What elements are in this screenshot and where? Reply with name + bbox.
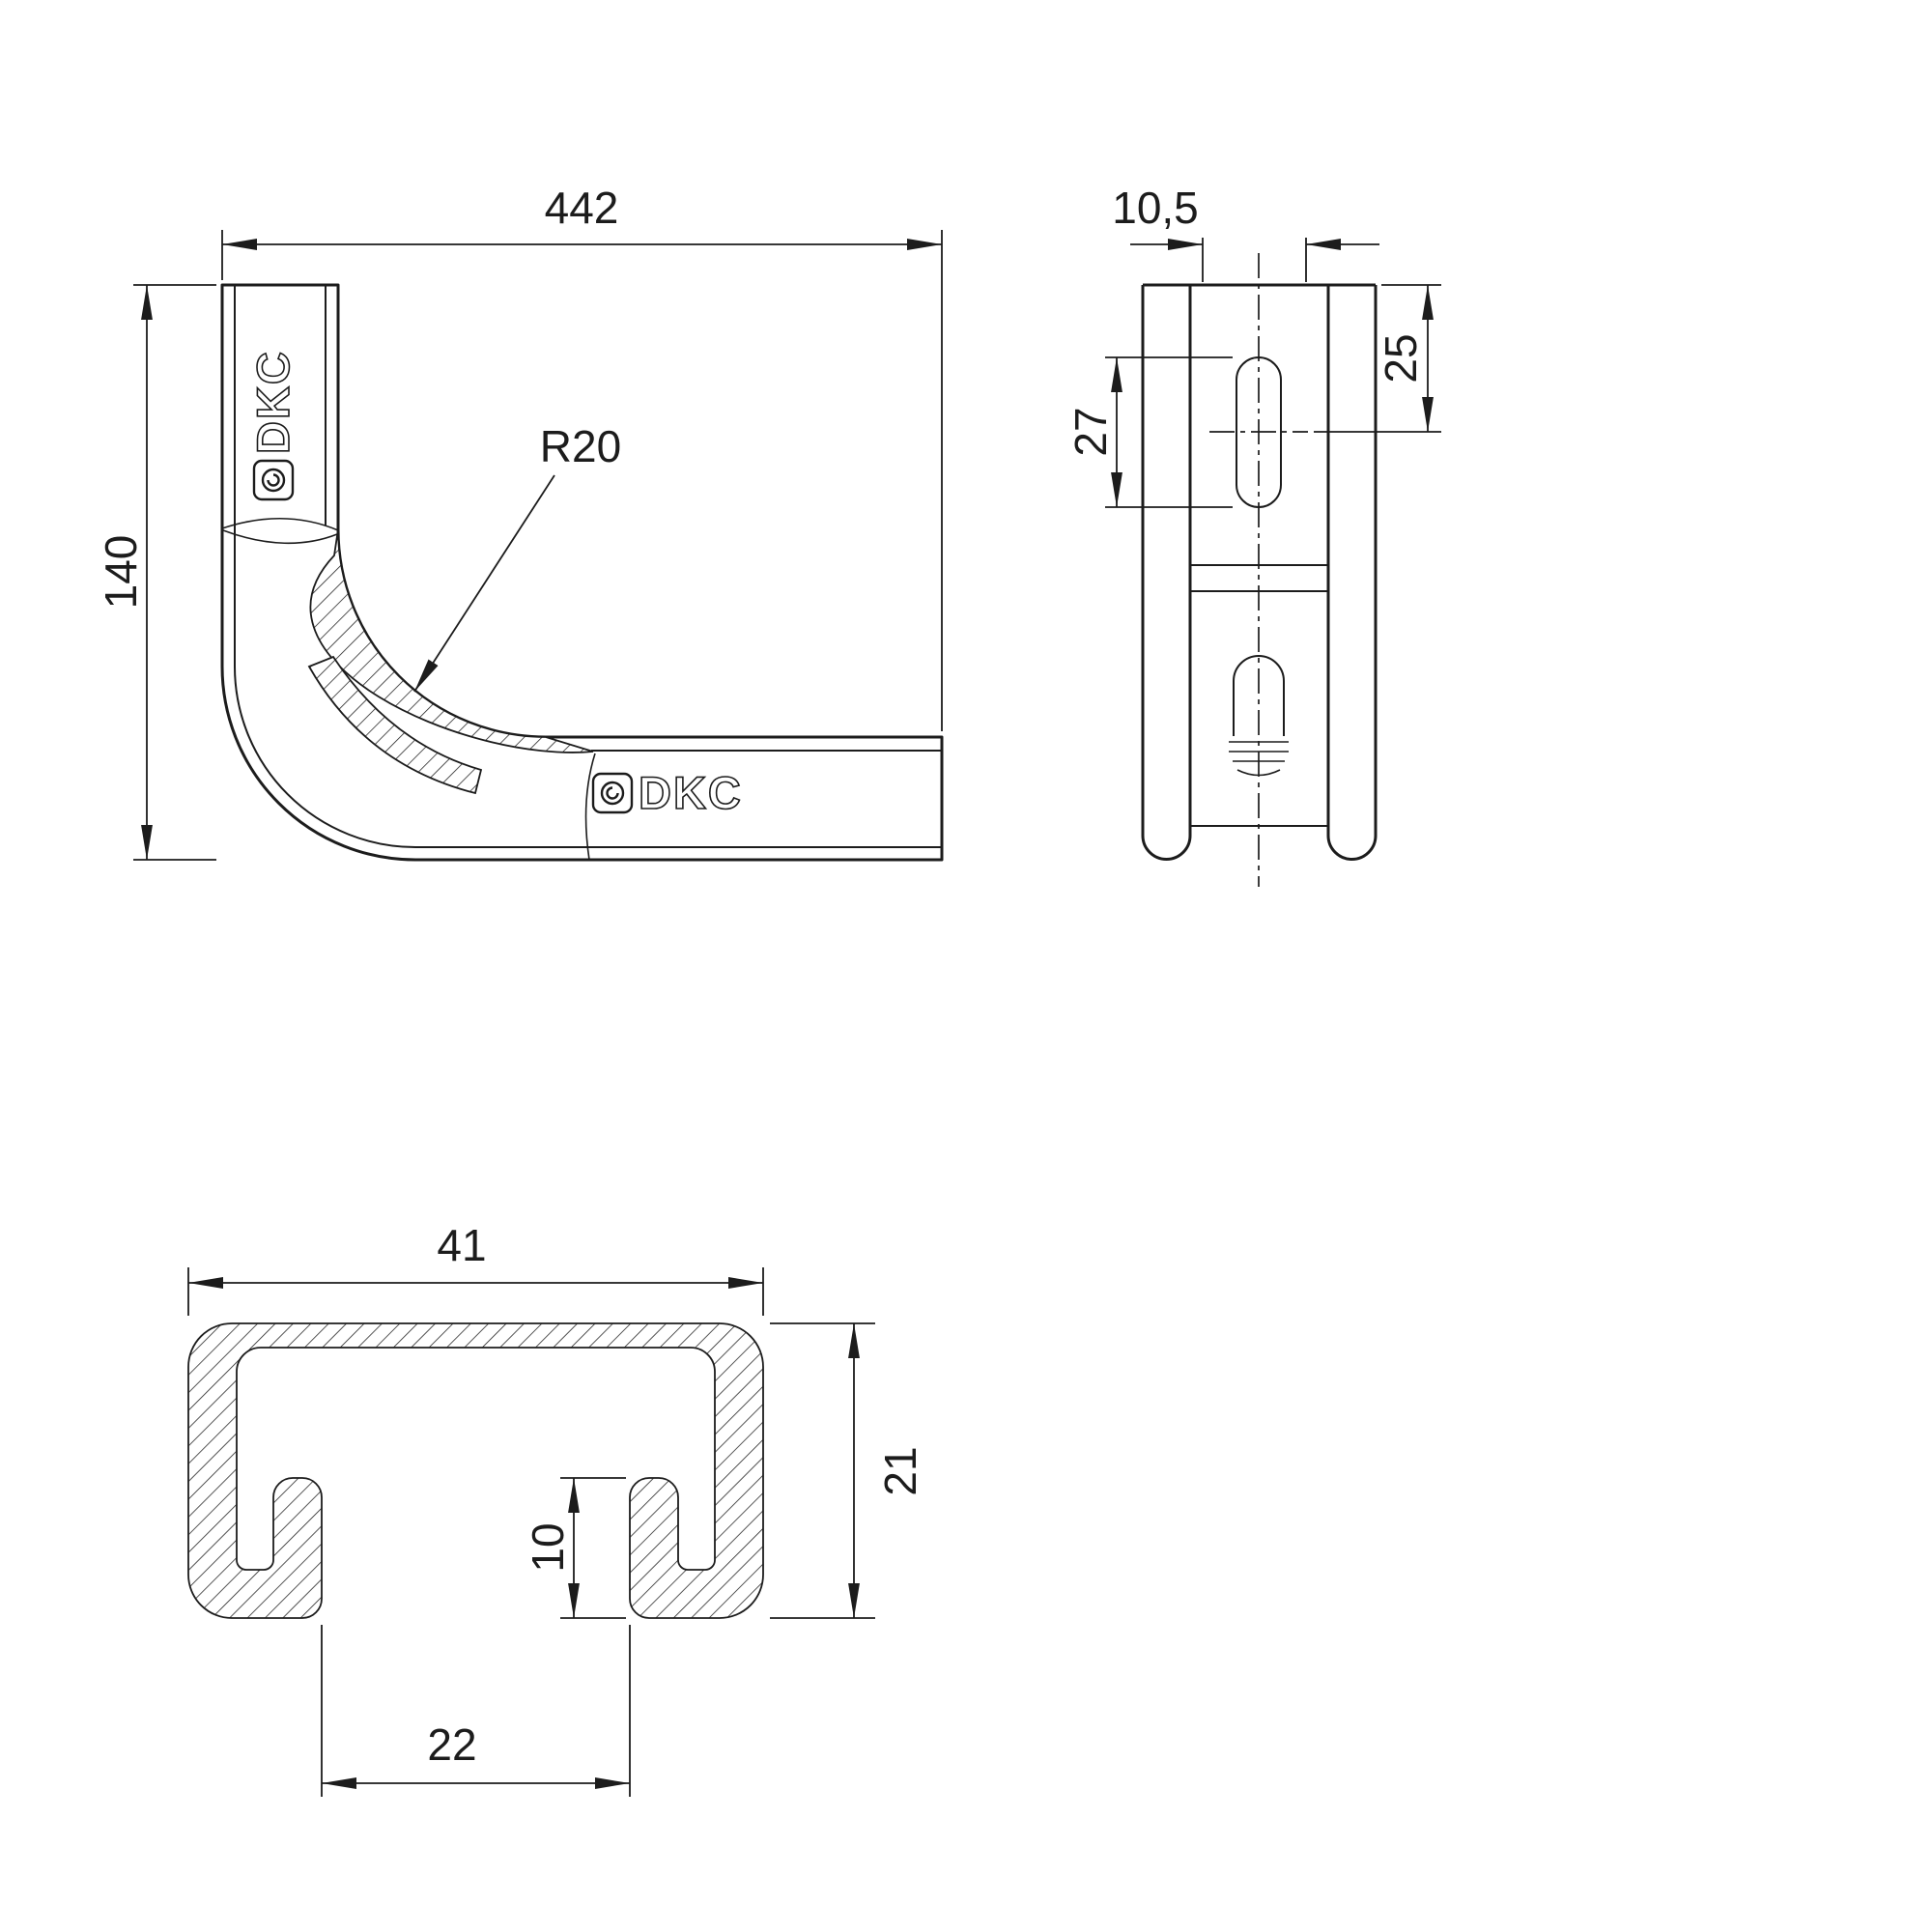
dim-value: 21 bbox=[875, 1446, 925, 1495]
dkc-logo-swirl-inner bbox=[606, 786, 619, 800]
dim-front-height: 140 bbox=[96, 284, 216, 861]
section-view: 41 21 10 22 bbox=[187, 1220, 925, 1797]
dkc-logo-swirl bbox=[261, 468, 286, 493]
dkc-logo-icon bbox=[252, 459, 295, 501]
dim-value: 10 bbox=[523, 1522, 573, 1572]
dim-value: 27 bbox=[1065, 407, 1116, 456]
break-line-upper bbox=[221, 517, 339, 531]
dim-profile-opening: 22 bbox=[321, 1625, 631, 1797]
side-view: 10,5 25 27 bbox=[1065, 183, 1441, 887]
dim-profile-height: 21 bbox=[770, 1322, 925, 1619]
dkc-logo-swirl bbox=[600, 781, 625, 806]
dim-value: R20 bbox=[540, 421, 621, 471]
dim-side-slot-offset: 25 bbox=[1314, 284, 1441, 433]
dkc-logo-horizontal: DKC bbox=[591, 766, 743, 819]
dim-value: 25 bbox=[1376, 333, 1426, 383]
dim-value: 140 bbox=[96, 535, 146, 610]
front-view: DKC DKC 442 140 R20 bbox=[96, 183, 944, 862]
break-line-right bbox=[584, 753, 596, 861]
lower-slot-arch bbox=[1233, 655, 1285, 736]
dim-profile-lip: 10 bbox=[523, 1477, 626, 1619]
dkc-logo-label: DKC bbox=[639, 767, 743, 818]
dim-value: 442 bbox=[545, 183, 619, 233]
leader-line bbox=[413, 474, 555, 693]
dkc-logo-icon bbox=[591, 772, 634, 814]
dkc-logo-swirl-inner bbox=[267, 473, 280, 487]
dim-inner-radius: R20 bbox=[413, 421, 621, 693]
dkc-logo-vertical: DKC bbox=[246, 349, 299, 501]
dim-side-slot-length: 27 bbox=[1065, 356, 1233, 508]
dim-profile-width: 41 bbox=[187, 1220, 764, 1316]
flange-edge-left bbox=[234, 285, 942, 848]
dim-value: 22 bbox=[427, 1719, 476, 1770]
mounting-slot bbox=[1236, 356, 1282, 508]
rail-left bbox=[1141, 285, 1192, 861]
dim-value: 10,5 bbox=[1112, 183, 1199, 233]
section-cut-band-inner bbox=[309, 528, 594, 753]
break-line-lower bbox=[222, 529, 338, 545]
rail-right bbox=[1326, 285, 1378, 861]
channel-profile bbox=[187, 1322, 764, 1619]
dim-side-slot-width: 10,5 bbox=[1112, 183, 1379, 282]
dim-front-width: 442 bbox=[221, 183, 943, 731]
dkc-logo-label: DKC bbox=[247, 350, 298, 454]
section-cut-band-outer bbox=[307, 655, 483, 795]
dim-value: 41 bbox=[437, 1220, 486, 1270]
